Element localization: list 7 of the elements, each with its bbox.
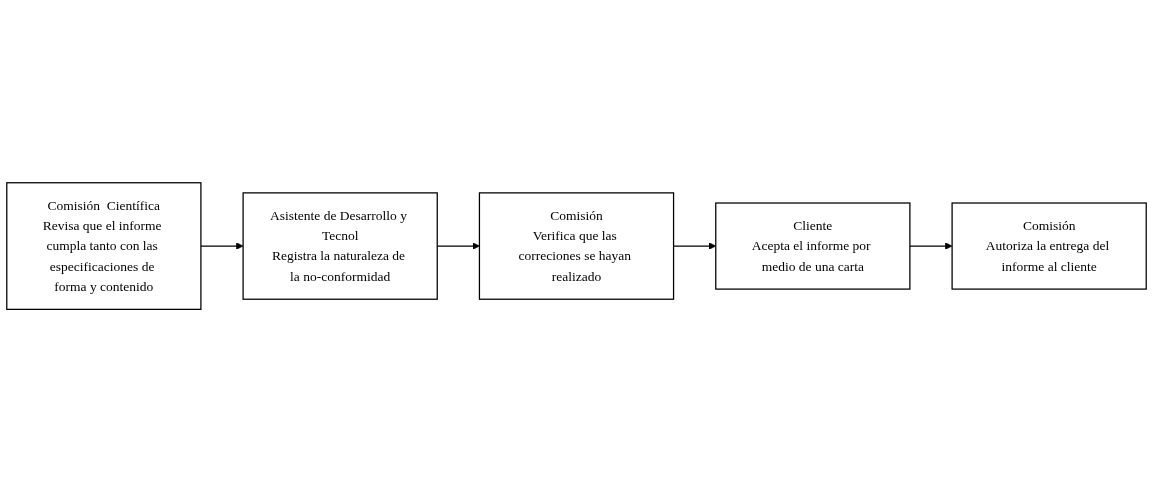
node-box: Comisión Autoriza la entrega del informe al cliente — [951, 202, 1147, 290]
node-box: Asistente de Desarrollo y Tecnol Registra la naturaleza de la no-conformidad — [242, 192, 438, 300]
node-box: Comisión Verifica que las correciones se hayan realizado — [478, 192, 675, 300]
node-box: Comisión Científica Revisa que el informe cumpla tanto con las especificaciones de forma y contenido — [6, 182, 202, 310]
arrow — [909, 242, 953, 250]
node-box: Cliente Acepta el informe por medio de una carta — [715, 202, 911, 290]
arrow — [200, 242, 244, 250]
